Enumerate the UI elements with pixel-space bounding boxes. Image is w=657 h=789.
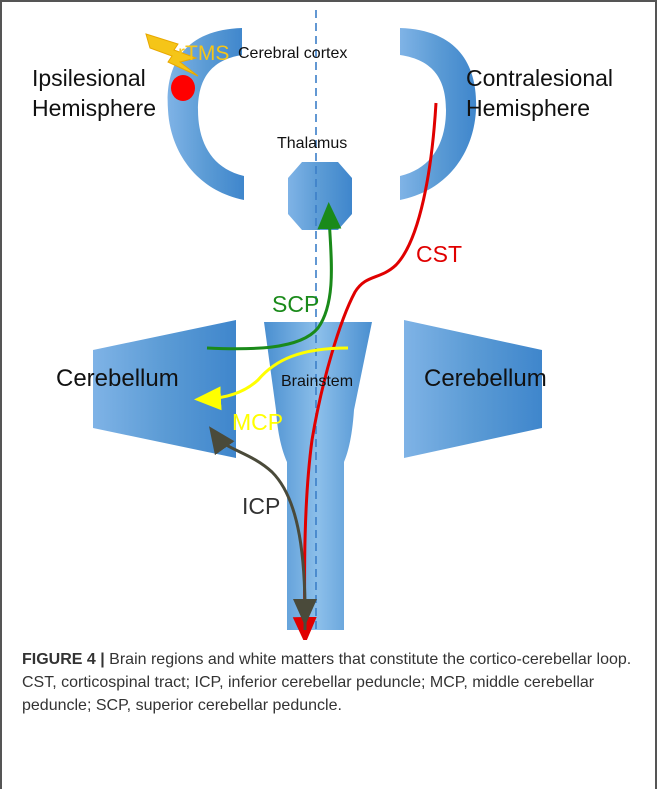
cerebellum-right-label: Cerebellum bbox=[424, 365, 547, 392]
caption-left-border bbox=[0, 640, 2, 789]
contralesional-label-line2: Hemisphere bbox=[466, 95, 590, 121]
thalamus-shape bbox=[288, 162, 352, 230]
ipsilesional-label-line2: Hemisphere bbox=[32, 95, 156, 121]
cst-label: CST bbox=[416, 241, 462, 267]
figure-caption-box: FIGURE 4 | Brain regions and white matte… bbox=[0, 640, 657, 789]
rtms-label: rTMS bbox=[178, 42, 229, 65]
ipsilesional-label-line1: Ipsilesional bbox=[32, 65, 146, 91]
contralesional-label-line1: Contralesional bbox=[466, 65, 613, 91]
figure-caption: FIGURE 4 | Brain regions and white matte… bbox=[22, 648, 642, 717]
thalamus-label: Thalamus bbox=[277, 135, 347, 152]
cerebral-cortex-label: Cerebral cortex bbox=[238, 45, 347, 62]
cortico-cerebellar-diagram: rTMS Cerebral cortex Ipsilesional Hemisp… bbox=[0, 0, 657, 640]
scp-label: SCP bbox=[272, 291, 319, 317]
brainstem-shape bbox=[264, 322, 372, 630]
figure-label: FIGURE 4 | bbox=[22, 651, 105, 668]
brainstem-label: Brainstem bbox=[281, 373, 353, 390]
mcp-label: MCP bbox=[232, 409, 283, 435]
rtms-spot bbox=[171, 75, 195, 101]
icp-label: ICP bbox=[242, 493, 280, 519]
contralesional-hemisphere-shape bbox=[400, 28, 476, 200]
cerebellum-left-label: Cerebellum bbox=[56, 365, 179, 392]
caption-text: Brain regions and white matters that con… bbox=[22, 651, 631, 714]
